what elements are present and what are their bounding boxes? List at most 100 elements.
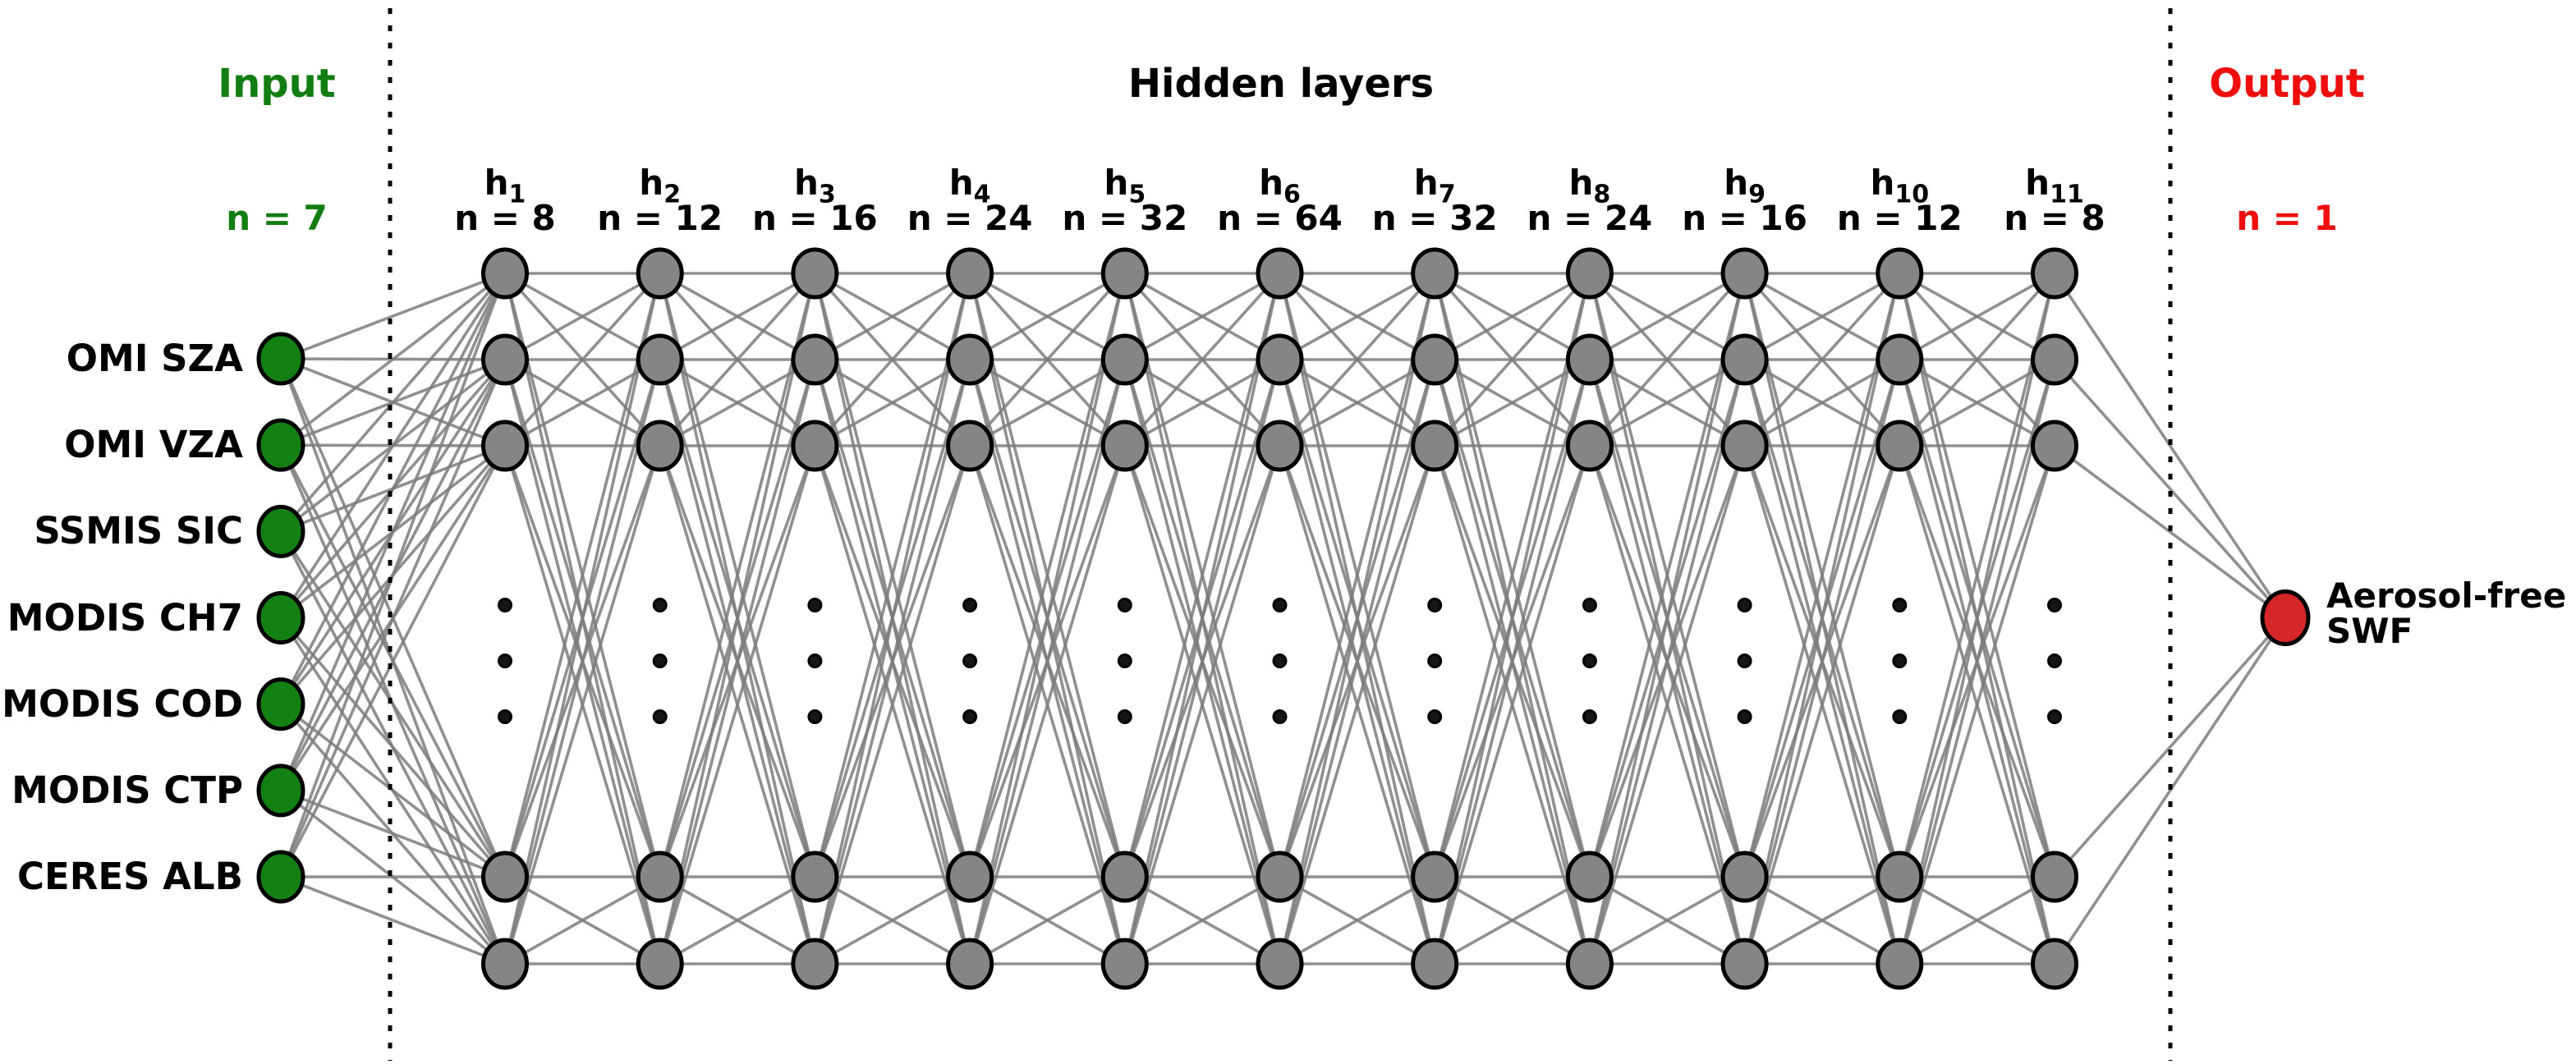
hidden-node-h10-4 [1876, 851, 1924, 903]
output-node-label-line2: SWF [2326, 611, 2413, 651]
edge-line [279, 445, 507, 878]
hidden-node-h11-3 [2031, 420, 2078, 472]
ellipsis-dot [1892, 654, 1908, 668]
hidden-layer-name-h9: h9 [1724, 163, 1766, 209]
edge-line [659, 272, 816, 361]
edge-line [503, 445, 662, 965]
hidden-layer-name-h4: h4 [948, 163, 991, 209]
input-node-modis-cod [256, 677, 305, 732]
hidden-node-h10-3 [1876, 420, 1924, 472]
hidden-node-h10-5 [1876, 938, 1924, 990]
edge-line [279, 273, 507, 619]
hidden-layer-count-h10: n = 12 [1836, 198, 1963, 238]
edge-line [1279, 272, 1436, 447]
edge-line [279, 273, 507, 878]
edge-line [2053, 272, 2287, 619]
hidden-node-h5-4 [1100, 851, 1149, 903]
edge-line [659, 272, 816, 447]
ellipsis-dot [1427, 654, 1443, 668]
edge-line [2053, 617, 2287, 878]
hidden-node-h10-2 [1876, 333, 1924, 386]
edge-line [1743, 445, 1902, 965]
edge-line [1278, 273, 1436, 965]
hidden-layer-name-h3: h3 [794, 163, 836, 209]
hidden-node-h9-3 [1720, 420, 1769, 472]
ellipsis-dot [1272, 654, 1288, 668]
hidden-node-h6-3 [1256, 420, 1304, 472]
hidden-node-h3-2 [791, 333, 839, 386]
hidden-node-h8-2 [1565, 333, 1614, 386]
edge-line [1123, 875, 1281, 965]
edge-line [1743, 273, 1902, 878]
hidden-node-h7-5 [1411, 938, 1459, 990]
ellipsis-dot [2047, 654, 2062, 668]
edge-line [968, 445, 1127, 965]
edge-line [658, 273, 817, 878]
edge-line [279, 617, 507, 878]
ellipsis-dot [807, 598, 823, 612]
output-node-label: Aerosol-free SWF [2326, 578, 2566, 649]
edge-line [1123, 359, 1282, 965]
edge-line [969, 875, 1126, 965]
edge-line [1588, 445, 1747, 965]
edge-line [1278, 273, 1436, 878]
output-count-label: n = 1 [2236, 198, 2338, 238]
hidden-node-h3-5 [791, 938, 839, 990]
edge-line [1279, 272, 1436, 361]
edge-line [279, 273, 507, 791]
hidden-node-h8-1 [1565, 247, 1614, 300]
ellipsis-dot [807, 654, 823, 668]
edge-line [1433, 273, 1591, 878]
hidden-layer-count-h11: n = 8 [2004, 198, 2105, 238]
hidden-node-h8-3 [1565, 420, 1614, 472]
ellipsis-dot [1117, 654, 1132, 668]
hidden-node-h1-5 [481, 938, 529, 990]
ellipsis-dot [1272, 709, 1288, 724]
hidden-node-h11-5 [2031, 938, 2078, 990]
edge-line [279, 272, 507, 447]
hidden-node-h5-3 [1100, 420, 1149, 472]
hidden-node-h11-2 [2031, 333, 2078, 386]
hidden-node-h2-2 [636, 333, 684, 386]
edge-line [658, 273, 817, 965]
hidden-layer-count-h8: n = 24 [1527, 198, 1653, 238]
edge-line [1743, 272, 1901, 447]
edge-line [1588, 273, 1747, 965]
input-node-modis-ctp [256, 764, 305, 818]
edge-line [280, 875, 506, 965]
edge-line [1123, 272, 1281, 447]
input-node-omi-vza [256, 418, 305, 472]
input-section-title: Input [218, 61, 336, 107]
hidden-layer-count-h3: n = 16 [751, 198, 878, 238]
edge-line [279, 272, 507, 533]
edge-line [1433, 273, 1591, 965]
hidden-node-h5-2 [1100, 333, 1149, 386]
ellipsis-dot [1582, 598, 1597, 612]
edge-line [280, 272, 506, 360]
edge-line [1589, 875, 1746, 965]
hidden-node-h2-5 [636, 938, 684, 990]
hidden-node-h4-1 [946, 247, 994, 300]
edge-line [1123, 445, 1282, 965]
input-node-omi-sza [256, 332, 305, 386]
hidden-layer-name-h11: h11 [2025, 163, 2084, 209]
hidden-layer-name-h6: h6 [1259, 163, 1301, 209]
hidden-node-h5-1 [1100, 247, 1149, 300]
edge-line [1898, 273, 2056, 965]
hidden-node-h6-1 [1256, 247, 1304, 300]
ellipsis-dot [1427, 709, 1443, 724]
hidden-layer-name-h2: h2 [639, 163, 682, 209]
hidden-layer-name-h8: h8 [1568, 163, 1611, 209]
edge-line [2053, 617, 2287, 965]
hidden-layer-count-h1: n = 8 [454, 198, 556, 238]
hidden-layer-count-h9: n = 16 [1682, 198, 1807, 238]
edge-line [2053, 358, 2287, 619]
ellipsis-dot [1117, 598, 1132, 612]
edge-line [1433, 272, 1591, 447]
edge-line [1434, 272, 1591, 361]
hidden-node-h7-2 [1411, 333, 1459, 386]
hidden-layer-name-h5: h5 [1104, 163, 1146, 209]
edge-line [814, 272, 971, 361]
edge-line [813, 445, 971, 965]
